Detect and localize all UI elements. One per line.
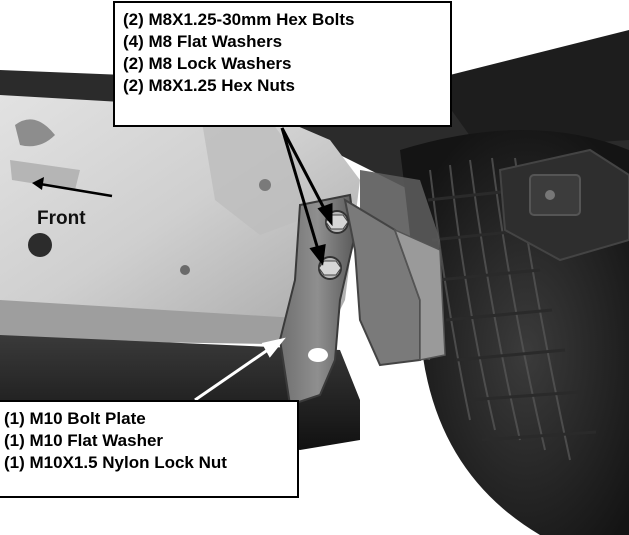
callout-line: (2) M8 Lock Washers xyxy=(123,54,292,73)
callout-line: (1) M10 Bolt Plate xyxy=(4,409,146,428)
frame-rail xyxy=(0,95,360,345)
mud-flap-bracket xyxy=(278,193,446,407)
front-label: Front xyxy=(37,208,86,229)
leader-lines-top xyxy=(280,127,333,266)
callout-line: (1) M10X1.5 Nylon Lock Nut xyxy=(4,453,227,472)
hardware-callout-bottom: (1) M10 Bolt Plate (1) M10 Flat Washer (… xyxy=(0,400,299,498)
suspension-link xyxy=(498,148,629,262)
callout-line: (2) M8X1.25 Hex Nuts xyxy=(123,76,295,95)
front-arrow xyxy=(32,177,113,198)
callout-line: (1) M10 Flat Washer xyxy=(4,431,164,450)
callout-line: (4) M8 Flat Washers xyxy=(123,32,283,51)
hex-bolt xyxy=(318,256,342,280)
callout-line: (2) M8X1.25-30mm Hex Bolts xyxy=(123,10,355,29)
leader-line-bottom xyxy=(194,337,286,402)
hardware-callout-top: (2) M8X1.25-30mm Hex Bolts (4) M8 Flat W… xyxy=(113,1,452,127)
